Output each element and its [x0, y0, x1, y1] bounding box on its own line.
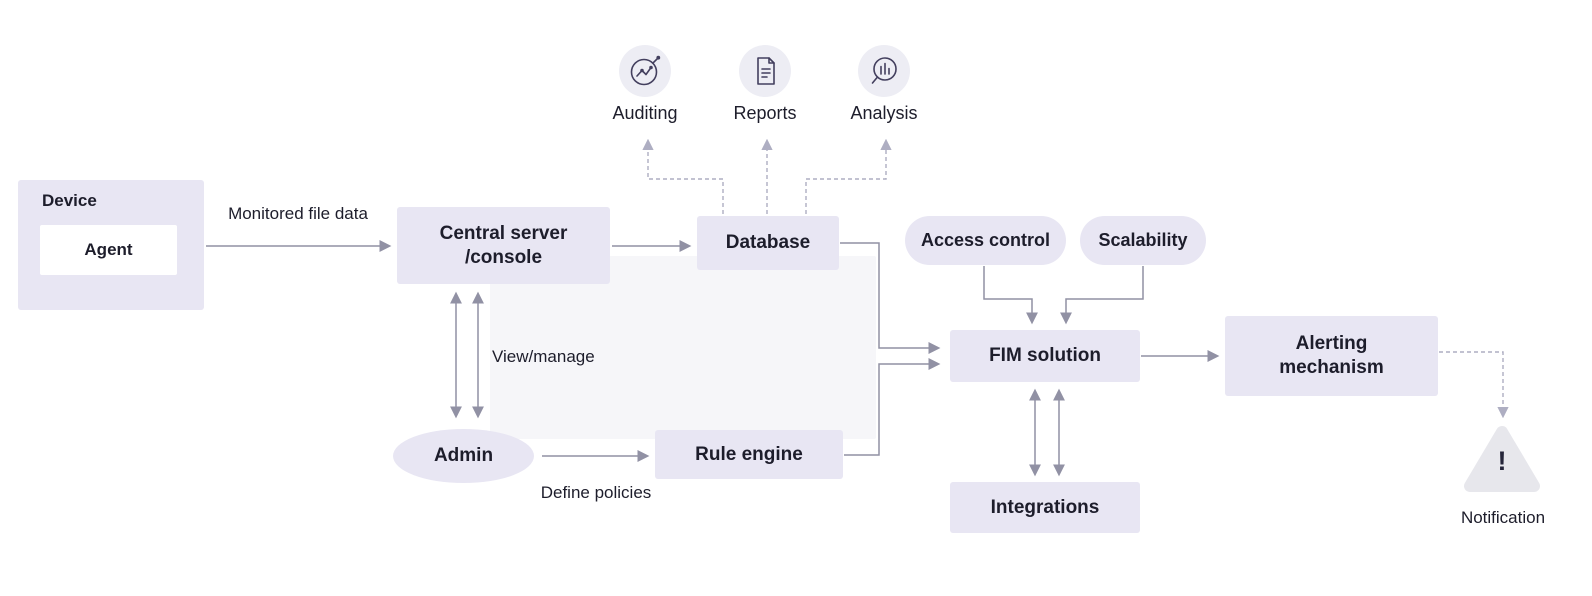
- device-label: Device: [42, 191, 97, 210]
- view-manage-label: View/manage: [492, 347, 595, 366]
- admin-node: Admin: [393, 429, 534, 483]
- analysis-icon-glyph: [871, 57, 897, 84]
- analysis-label: Analysis: [850, 103, 918, 123]
- scalability-pill: Scalability: [1080, 216, 1206, 265]
- integrations-node: Integrations: [950, 482, 1140, 533]
- central-server-node: Central server /console: [397, 207, 610, 284]
- agent-node: Agent: [40, 225, 177, 275]
- auditing-label: Auditing: [612, 103, 678, 123]
- database-node: Database: [697, 216, 839, 270]
- device-node: Device Agent: [18, 180, 204, 310]
- notification-exclamation: !: [1497, 446, 1507, 476]
- notification-label: Notification: [1460, 508, 1546, 527]
- define-policies-label: Define policies: [540, 483, 652, 502]
- auditing-icon-glyph: [630, 55, 661, 86]
- reports-icon: [739, 45, 791, 97]
- central-server-label-line2: /console: [464, 246, 543, 268]
- reports-icon-glyph: [757, 57, 775, 85]
- group-panel: [490, 256, 876, 439]
- access-control-pill: Access control: [905, 216, 1066, 265]
- notification-warning-icon: [1464, 426, 1540, 492]
- alerting-mechanism-node: Alerting mechanism: [1225, 316, 1438, 396]
- analysis-icon: [858, 45, 910, 97]
- monitored-file-data-label: Monitored file data: [228, 204, 368, 223]
- alerting-label-line2: mechanism: [1279, 357, 1384, 378]
- central-server-label-line1: Central server: [439, 222, 568, 244]
- rule-engine-node: Rule engine: [655, 430, 843, 479]
- auditing-icon: [619, 45, 671, 97]
- reports-label: Reports: [733, 103, 797, 123]
- alerting-label-line1: Alerting: [1295, 333, 1368, 355]
- fim-solution-node: FIM solution: [950, 330, 1140, 382]
